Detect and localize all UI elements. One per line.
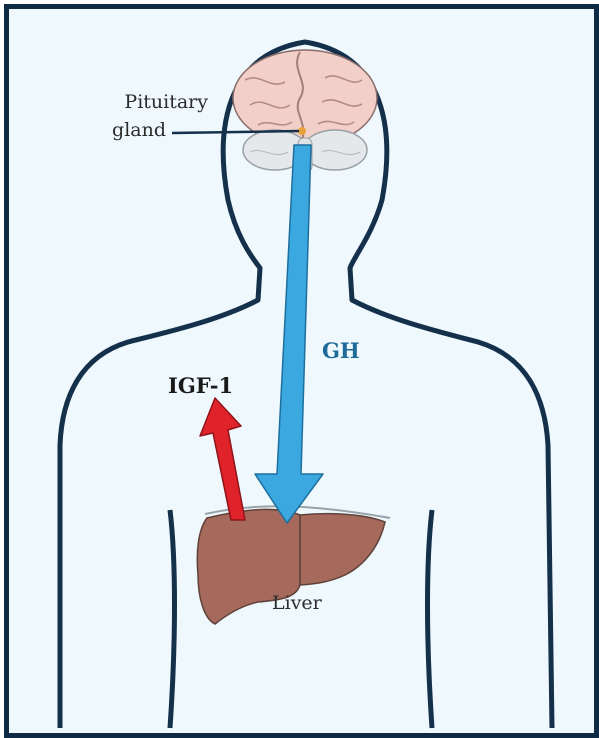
liver-label: Liver [272,592,322,614]
igf-label: IGF-1 [168,373,233,398]
igf-arrow [200,398,245,520]
pituitary-label-line1: Pituitary [108,88,208,116]
gh-label: GH [322,338,360,363]
left-arm-line [170,510,175,728]
right-arm-line [428,510,433,728]
pituitary-gland-label: Pituitary gland [108,88,208,144]
pituitary-label-line2: gland [108,116,208,144]
